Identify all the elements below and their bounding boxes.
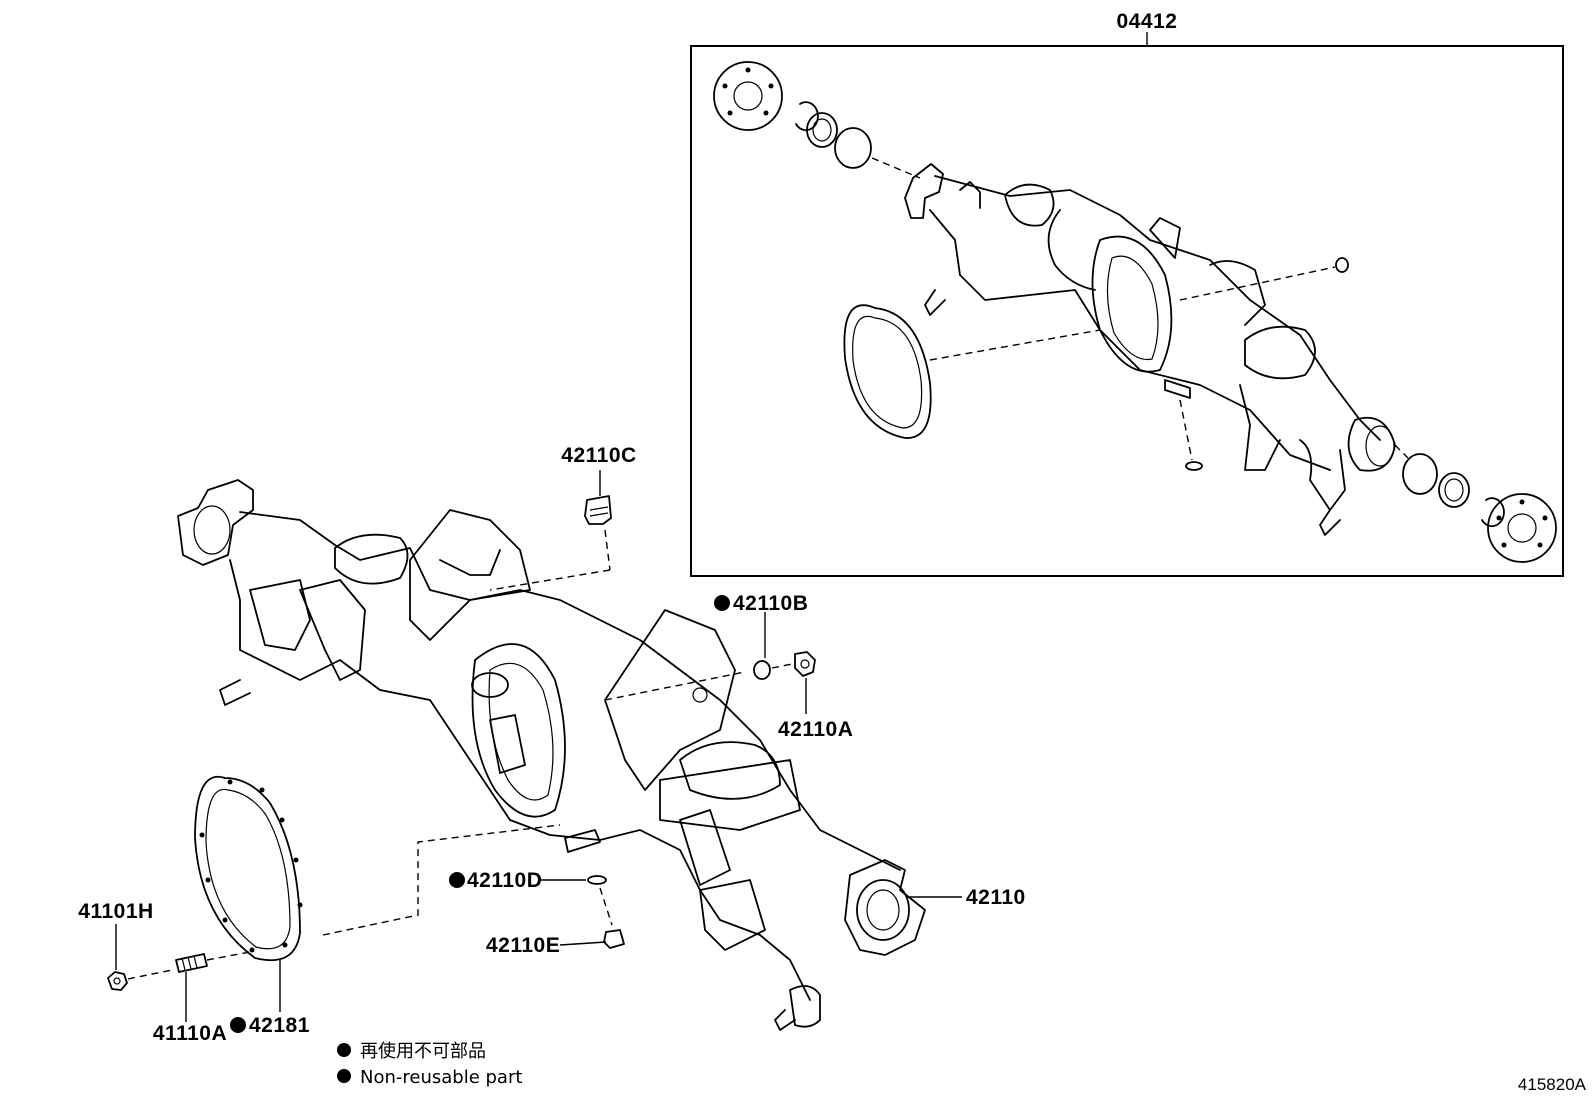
cover-gasket [194, 775, 303, 962]
legend: 再使用不可部品 Non-reusable part [337, 1041, 522, 1088]
right-flange-plate [1487, 493, 1557, 563]
inset-cover-gasket [843, 304, 932, 439]
legend-dot-japanese [337, 1043, 351, 1057]
label-housing: 42110 [966, 886, 1026, 909]
label-plug-e: 42110E [486, 934, 560, 957]
left-snap-ring [795, 101, 819, 132]
gasket-d [587, 875, 607, 885]
plug-e [603, 929, 625, 949]
gasket-b [753, 660, 771, 680]
right-bearing [1438, 472, 1470, 508]
label-breather-plug: 42110C [561, 444, 636, 467]
label-gasket-d: 42110D [467, 869, 542, 892]
stud [175, 953, 208, 973]
label-plug-a: 42110A [778, 718, 853, 741]
non-reusable-mark-gasket-d [449, 872, 465, 888]
inset-plug [1335, 257, 1349, 273]
nut [107, 971, 128, 991]
plug-a [794, 651, 816, 677]
left-flange-plate [713, 61, 783, 131]
reference-number: 415820A [1518, 1075, 1587, 1094]
breather-plug [489, 470, 612, 591]
non-reusable-mark-gasket-b [714, 595, 730, 611]
assembly-inset: 04412 [690, 10, 1564, 577]
right-o-ring [1402, 453, 1438, 495]
label-gasket-b: 42110B [733, 592, 808, 615]
assembly-frame [690, 45, 1564, 577]
left-bearing [806, 112, 838, 148]
main-axle-housing [177, 479, 926, 1031]
label-cover-gasket: 42181 [249, 1014, 310, 1037]
inset-drain-gasket [1185, 461, 1203, 471]
legend-japanese: 再使用不可部品 [360, 1041, 486, 1062]
left-o-ring [834, 127, 872, 169]
legend-english: Non-reusable part [360, 1067, 522, 1088]
non-reusable-mark-cover-gasket [230, 1017, 246, 1033]
label-assembly: 04412 [1117, 10, 1178, 33]
label-stud: 41110A [153, 1022, 227, 1045]
inset-axle-housing [904, 163, 1396, 536]
label-nut: 41101H [78, 900, 153, 923]
legend-dot-english [337, 1069, 351, 1083]
